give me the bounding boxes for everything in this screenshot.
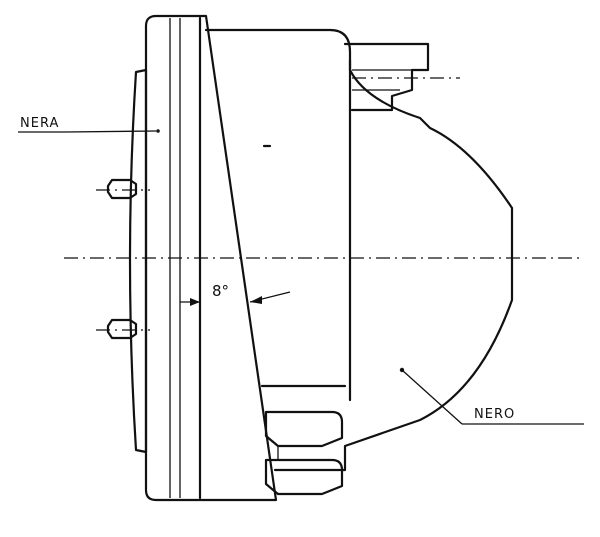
nera-dot [156, 129, 160, 133]
angle-label: 8° [212, 282, 229, 300]
angle-arrow-left [190, 298, 200, 306]
bezel-rim [144, 14, 278, 502]
upper-mounting-bracket [343, 42, 430, 112]
upper-lens-stud [106, 178, 138, 200]
nera-leader [65, 130, 157, 133]
nero-label: NERO [474, 407, 515, 422]
lower-lens-stud [106, 318, 138, 340]
nera-label: NERA [20, 116, 59, 131]
lower-connector-lower [264, 458, 344, 496]
lower-connector-upper [264, 410, 344, 448]
angle-arrow-right [250, 296, 262, 304]
rear-housing-shell [204, 28, 514, 472]
front-lens-outline [128, 68, 148, 454]
nero-leader [401, 369, 463, 425]
